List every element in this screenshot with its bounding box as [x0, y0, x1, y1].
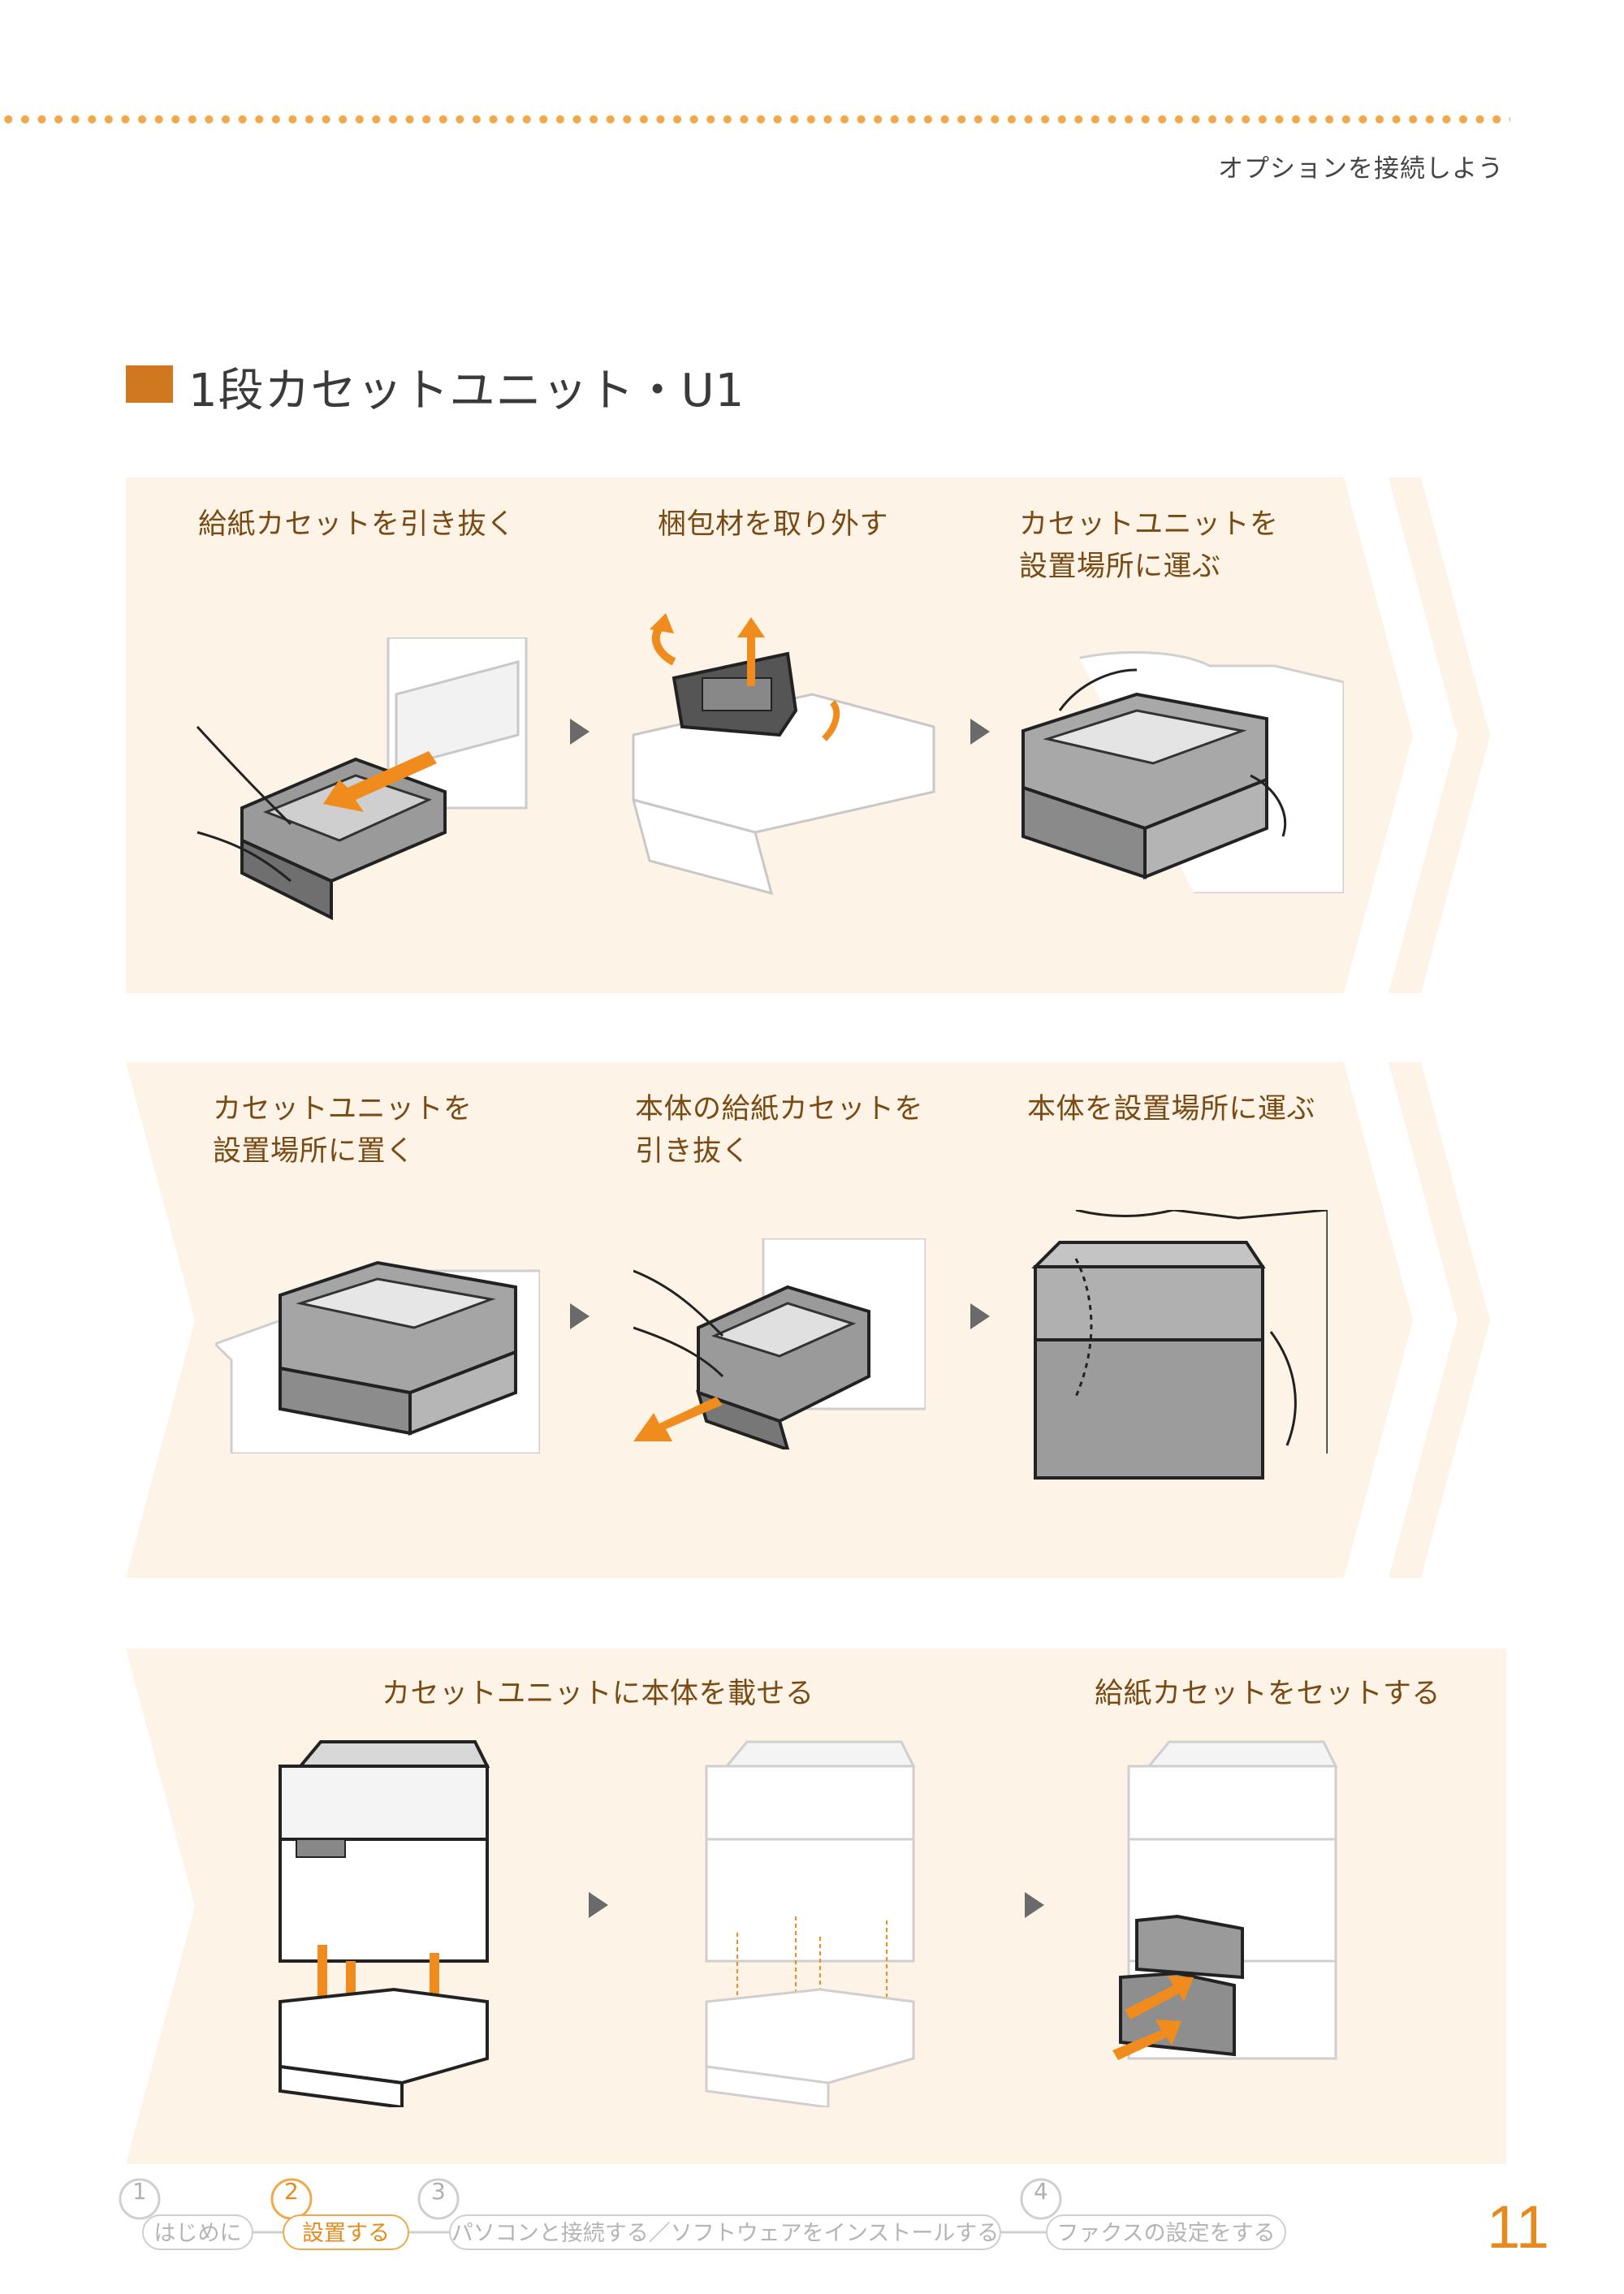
step-label-place-unit: カセットユニットを 設置場所に置く: [213, 1093, 473, 1168]
nav-step-number-4: 4: [1034, 2178, 1048, 2205]
step-arrow-6: [1025, 1892, 1044, 1918]
step-arrow-1: [570, 719, 590, 745]
illustration-lift-onto-unit: [279, 1740, 490, 2107]
step-arrow-3: [570, 1303, 590, 1329]
step-label-pull-main-cassette: 本体の給紙カセットを 引き抜く: [635, 1093, 924, 1168]
nav-step-number-2: 2: [284, 2178, 299, 2205]
nav-item-connect-install[interactable]: パソコンと接続する／ソフトウェアをインストールする: [449, 2214, 1001, 2250]
illustration-pull-main-cassette: [633, 1238, 926, 1449]
step-arrow-4: [970, 1303, 990, 1329]
illustration-carry-main-unit: [1031, 1210, 1328, 1480]
step-label-pull-out-cassette: 給紙カセットを引き抜く: [198, 508, 516, 541]
nav-item-setup[interactable]: 設置する: [283, 2214, 409, 2250]
step-arrow-5: [589, 1892, 608, 1918]
step-arrow-2: [970, 719, 990, 745]
nav-step-number-1: 1: [132, 2178, 147, 2205]
illustration-insert-cassette: [1112, 1740, 1338, 2060]
nav-step-number-3: 3: [431, 2178, 446, 2205]
nav-item-fax-settings[interactable]: ファクスの設定をする: [1046, 2214, 1286, 2250]
header-title: オプションを接続しよう: [1218, 154, 1504, 184]
step-label-remove-packing: 梱包材を取り外す: [658, 508, 889, 541]
section-square-marker: [126, 365, 173, 403]
page-number: 11: [1487, 2193, 1549, 2261]
step-label-set-cassette: 給紙カセットをセットする: [1095, 1678, 1441, 1710]
nav-item-introduction[interactable]: はじめに: [142, 2214, 253, 2250]
illustration-carry-unit: [1021, 650, 1344, 893]
header-dotted-rule: [0, 114, 1510, 125]
section-title: 1段カセットユニット・U1: [188, 365, 745, 417]
step-label-mount-main-unit: カセットユニットに本体を載せる: [382, 1678, 814, 1710]
illustration-align-pins: [705, 1740, 916, 2107]
illustration-place-unit: [215, 1260, 540, 1454]
illustration-remove-packing: [631, 613, 935, 896]
step-label-carry-main-unit: 本体を設置場所に運ぶ: [1027, 1093, 1316, 1125]
footer-progress-line: [119, 2178, 1062, 2234]
step-label-carry-unit: カセットユニットを 設置場所に運ぶ: [1019, 508, 1279, 583]
illustration-pull-cassette: [196, 637, 528, 921]
